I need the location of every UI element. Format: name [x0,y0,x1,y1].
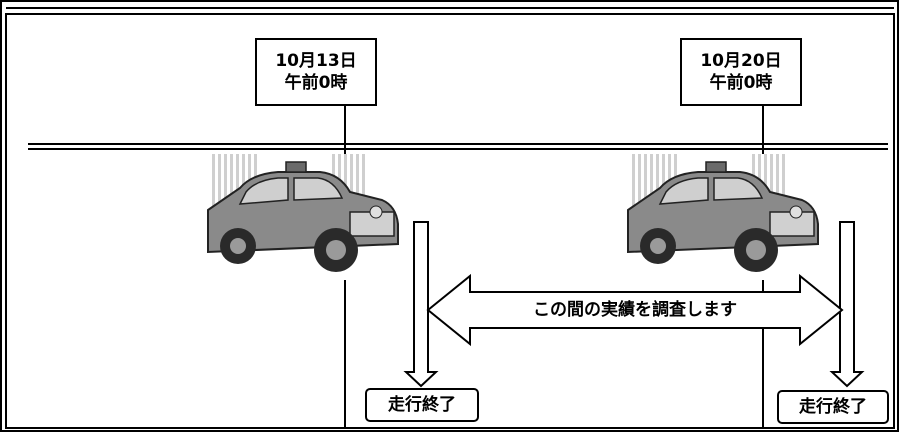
marker-box-2: 10月20日 午前0時 [680,38,802,106]
marker-box-1: 10月13日 午前0時 [255,38,377,106]
taxi-illustration-2 [627,154,819,272]
end-down-arrow-1 [403,221,439,388]
end-label-1: 走行終了 [365,388,479,422]
marker-date-1: 10月13日 [275,51,357,71]
marker-time-2: 午前0時 [709,73,773,93]
end-down-arrow-2 [829,221,865,388]
end-label-2: 走行終了 [777,390,889,424]
marker-time-1: 午前0時 [284,73,348,93]
marker-date-2: 10月20日 [700,51,782,71]
inner-frame [5,13,895,429]
taxi-illustration-1 [207,154,399,272]
period-label: この間の実績を調査します [505,298,765,322]
